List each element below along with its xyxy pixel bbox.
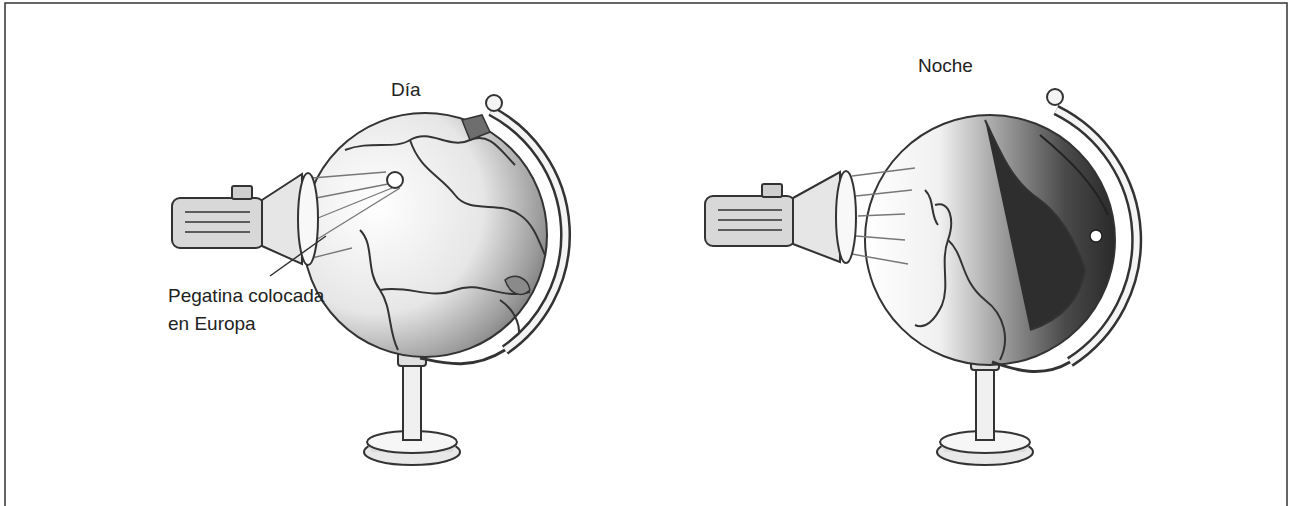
continent-outline: [948, 240, 1005, 360]
continent-outline: [345, 136, 515, 165]
globe-meridian-inner: [1056, 110, 1137, 362]
continent-outline: [380, 287, 530, 294]
flashlight-switch: [762, 184, 782, 197]
globe-pole: [403, 358, 421, 440]
light-beam: [316, 184, 388, 198]
scene-title: Noche: [918, 52, 973, 80]
light-beam: [312, 248, 352, 258]
island-shape: [505, 276, 530, 294]
globe-knob: [486, 95, 502, 111]
light-beam: [852, 254, 908, 264]
light-beam: [852, 168, 915, 264]
polar-cap: [462, 115, 490, 140]
flashlight-lens: [836, 171, 856, 263]
flashlight-switch: [232, 186, 252, 199]
continent-outline: [925, 190, 938, 225]
light-beam: [852, 168, 915, 176]
frame-border: [5, 3, 1287, 506]
light-beam: [316, 188, 400, 240]
flashlight-body: [705, 196, 795, 246]
continent-outline: [410, 140, 545, 255]
continent-outline: [915, 204, 951, 326]
continent-outline: [985, 120, 1085, 330]
flashlight-grip: [718, 219, 782, 221]
globe-meridian: [1056, 110, 1137, 362]
globe-meridian: [491, 111, 566, 350]
night-scene: [705, 89, 1137, 465]
leader-line: [270, 236, 326, 276]
globe-sphere: [303, 113, 547, 357]
globe-pole: [976, 362, 994, 440]
meridian-foot: [420, 350, 505, 364]
sticker-dot: [387, 172, 403, 188]
light-beam: [318, 188, 392, 218]
sticker-dot: [1090, 230, 1102, 242]
flashlight-grip: [718, 209, 782, 211]
light-beam: [858, 214, 905, 216]
flashlight-grip: [718, 229, 782, 231]
day-scene: [172, 95, 566, 465]
light-beam: [856, 236, 905, 240]
light-beam: [312, 172, 400, 258]
flashlight-body: [172, 198, 264, 248]
flashlight-grip: [185, 211, 250, 213]
globe-knob: [1047, 89, 1063, 105]
meridian-foot: [992, 362, 1070, 372]
light-beam: [856, 190, 912, 196]
flashlight-lens: [298, 173, 318, 265]
flashlight-grip: [185, 221, 250, 223]
globe-meridian-inner: [491, 111, 566, 350]
flashlight-head: [793, 172, 840, 262]
flashlight-grip: [185, 231, 250, 233]
callout-label: Pegatina colocada en Europa: [168, 282, 350, 337]
flashlight-head: [262, 174, 302, 264]
scene-title: Día: [391, 76, 421, 104]
light-beam: [312, 172, 386, 178]
